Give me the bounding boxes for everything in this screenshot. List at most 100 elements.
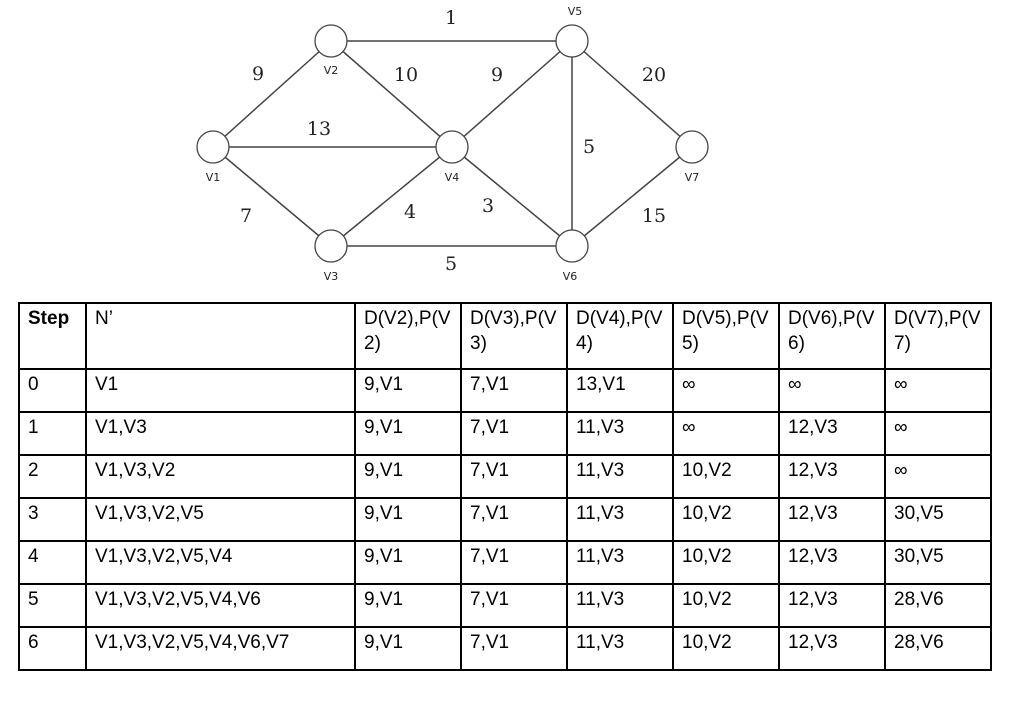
table-cell: 5 bbox=[18, 583, 87, 628]
col-header-n-prime: N’ bbox=[85, 302, 356, 370]
node-label-v5: V5 bbox=[568, 5, 583, 18]
edge-weight-v2-v5: 1 bbox=[445, 7, 457, 29]
table-cell: 10,V2 bbox=[672, 583, 780, 628]
edge-weight-v6-v7: 15 bbox=[642, 205, 666, 227]
table-cell: 10,V2 bbox=[672, 497, 780, 542]
node-label-v3: V3 bbox=[324, 270, 339, 283]
node-label-v4: V4 bbox=[445, 171, 460, 184]
table-cell: 9,V1 bbox=[354, 540, 462, 585]
edge-v1-v2 bbox=[212, 40, 332, 148]
edge-weight-v1-v4: 13 bbox=[307, 118, 331, 140]
edge-weight-v1-v3: 7 bbox=[240, 205, 252, 227]
table-cell: 10,V2 bbox=[672, 540, 780, 585]
edge-v2-v4 bbox=[330, 40, 453, 148]
table-cell: ∞ bbox=[672, 368, 780, 413]
table-cell: 7,V1 bbox=[460, 368, 568, 413]
table-cell: 11,V3 bbox=[566, 497, 674, 542]
node-label-v2: V2 bbox=[324, 64, 339, 77]
edge-v4-v5 bbox=[451, 40, 573, 148]
dijkstra-table: Step N’ D(V2),P(V2) D(V3),P(V3) D(V4),P(… bbox=[18, 302, 992, 671]
edge-weight-v5-v6: 5 bbox=[583, 136, 595, 158]
table-cell: 7,V1 bbox=[460, 583, 568, 628]
table-cell: 28,V6 bbox=[884, 583, 992, 628]
table-cell: 11,V3 bbox=[566, 411, 674, 456]
table-cell: 3 bbox=[18, 497, 87, 542]
table-cell: ∞ bbox=[884, 368, 992, 413]
table-cell: 12,V3 bbox=[778, 540, 886, 585]
table-cell: ∞ bbox=[884, 454, 992, 499]
table-cell: 30,V5 bbox=[884, 497, 992, 542]
edge-v5-v7 bbox=[571, 40, 693, 148]
col-header-v2: D(V2),P(V2) bbox=[354, 302, 462, 370]
col-header-v4: D(V4),P(V4) bbox=[566, 302, 674, 370]
table-cell: V1,V3,V2,V5,V4,V6,V7 bbox=[85, 626, 356, 671]
table-cell: V1,V3 bbox=[85, 411, 356, 456]
col-header-step: Step bbox=[18, 302, 87, 370]
col-header-v7: D(V7),P(V7) bbox=[884, 302, 992, 370]
table-cell: ∞ bbox=[778, 368, 886, 413]
node-label-v1: V1 bbox=[206, 171, 221, 184]
node-v7 bbox=[675, 130, 709, 164]
table-cell: 12,V3 bbox=[778, 497, 886, 542]
edge-v4-v6 bbox=[451, 146, 573, 247]
table-cell: 9,V1 bbox=[354, 583, 462, 628]
table-cell: 11,V3 bbox=[566, 540, 674, 585]
table-cell: 13,V1 bbox=[566, 368, 674, 413]
node-label-v7: V7 bbox=[685, 171, 700, 184]
table-cell: 7,V1 bbox=[460, 411, 568, 456]
table-cell: 11,V3 bbox=[566, 626, 674, 671]
table-cell: 9,V1 bbox=[354, 411, 462, 456]
table-cell: V1,V3,V2,V5 bbox=[85, 497, 356, 542]
edge-weight-v3-v4: 4 bbox=[404, 201, 416, 223]
table-cell: 7,V1 bbox=[460, 454, 568, 499]
node-v5 bbox=[555, 24, 589, 58]
table-cell: 30,V5 bbox=[884, 540, 992, 585]
edge-v6-v7 bbox=[571, 146, 693, 247]
col-header-v3: D(V3),P(V3) bbox=[460, 302, 568, 370]
table-cell: ∞ bbox=[884, 411, 992, 456]
table-cell: 11,V3 bbox=[566, 454, 674, 499]
table-cell: 9,V1 bbox=[354, 497, 462, 542]
table-cell: 12,V3 bbox=[778, 454, 886, 499]
table-cell: 12,V3 bbox=[778, 411, 886, 456]
table-cell: 12,V3 bbox=[778, 626, 886, 671]
edge-v3-v4 bbox=[330, 146, 453, 247]
node-v4 bbox=[435, 130, 469, 164]
edge-weight-v5-v7: 20 bbox=[642, 64, 666, 86]
col-header-v5: D(V5),P(V5) bbox=[672, 302, 780, 370]
table-cell: 9,V1 bbox=[354, 368, 462, 413]
edge-v1-v3 bbox=[212, 146, 332, 247]
edge-weight-v3-v6: 5 bbox=[445, 253, 457, 275]
table-cell: 28,V6 bbox=[884, 626, 992, 671]
node-v2 bbox=[314, 24, 348, 58]
node-v6 bbox=[555, 229, 589, 263]
node-v3 bbox=[314, 229, 348, 263]
table-cell: 0 bbox=[18, 368, 87, 413]
table-cell: 1 bbox=[18, 411, 87, 456]
table-cell: 11,V3 bbox=[566, 583, 674, 628]
table-cell: 9,V1 bbox=[354, 626, 462, 671]
table-cell: 10,V2 bbox=[672, 454, 780, 499]
table-cell: V1,V3,V2,V5,V4,V6 bbox=[85, 583, 356, 628]
edge-weight-v1-v2: 9 bbox=[252, 63, 264, 85]
edge-weight-v4-v6: 3 bbox=[482, 195, 494, 217]
table-cell: 7,V1 bbox=[460, 540, 568, 585]
edge-weight-v2-v4: 10 bbox=[394, 64, 418, 86]
table-cell: 7,V1 bbox=[460, 497, 568, 542]
table-cell: 6 bbox=[18, 626, 87, 671]
table-cell: 10,V2 bbox=[672, 626, 780, 671]
edge-weight-v4-v5: 9 bbox=[491, 64, 503, 86]
col-header-v6: D(V6),P(V6) bbox=[778, 302, 886, 370]
graph-edges: 9 13 7 1 10 9 4 3 5 5 20 15 bbox=[212, 7, 693, 275]
table-cell: V1 bbox=[85, 368, 356, 413]
table-cell: 12,V3 bbox=[778, 583, 886, 628]
